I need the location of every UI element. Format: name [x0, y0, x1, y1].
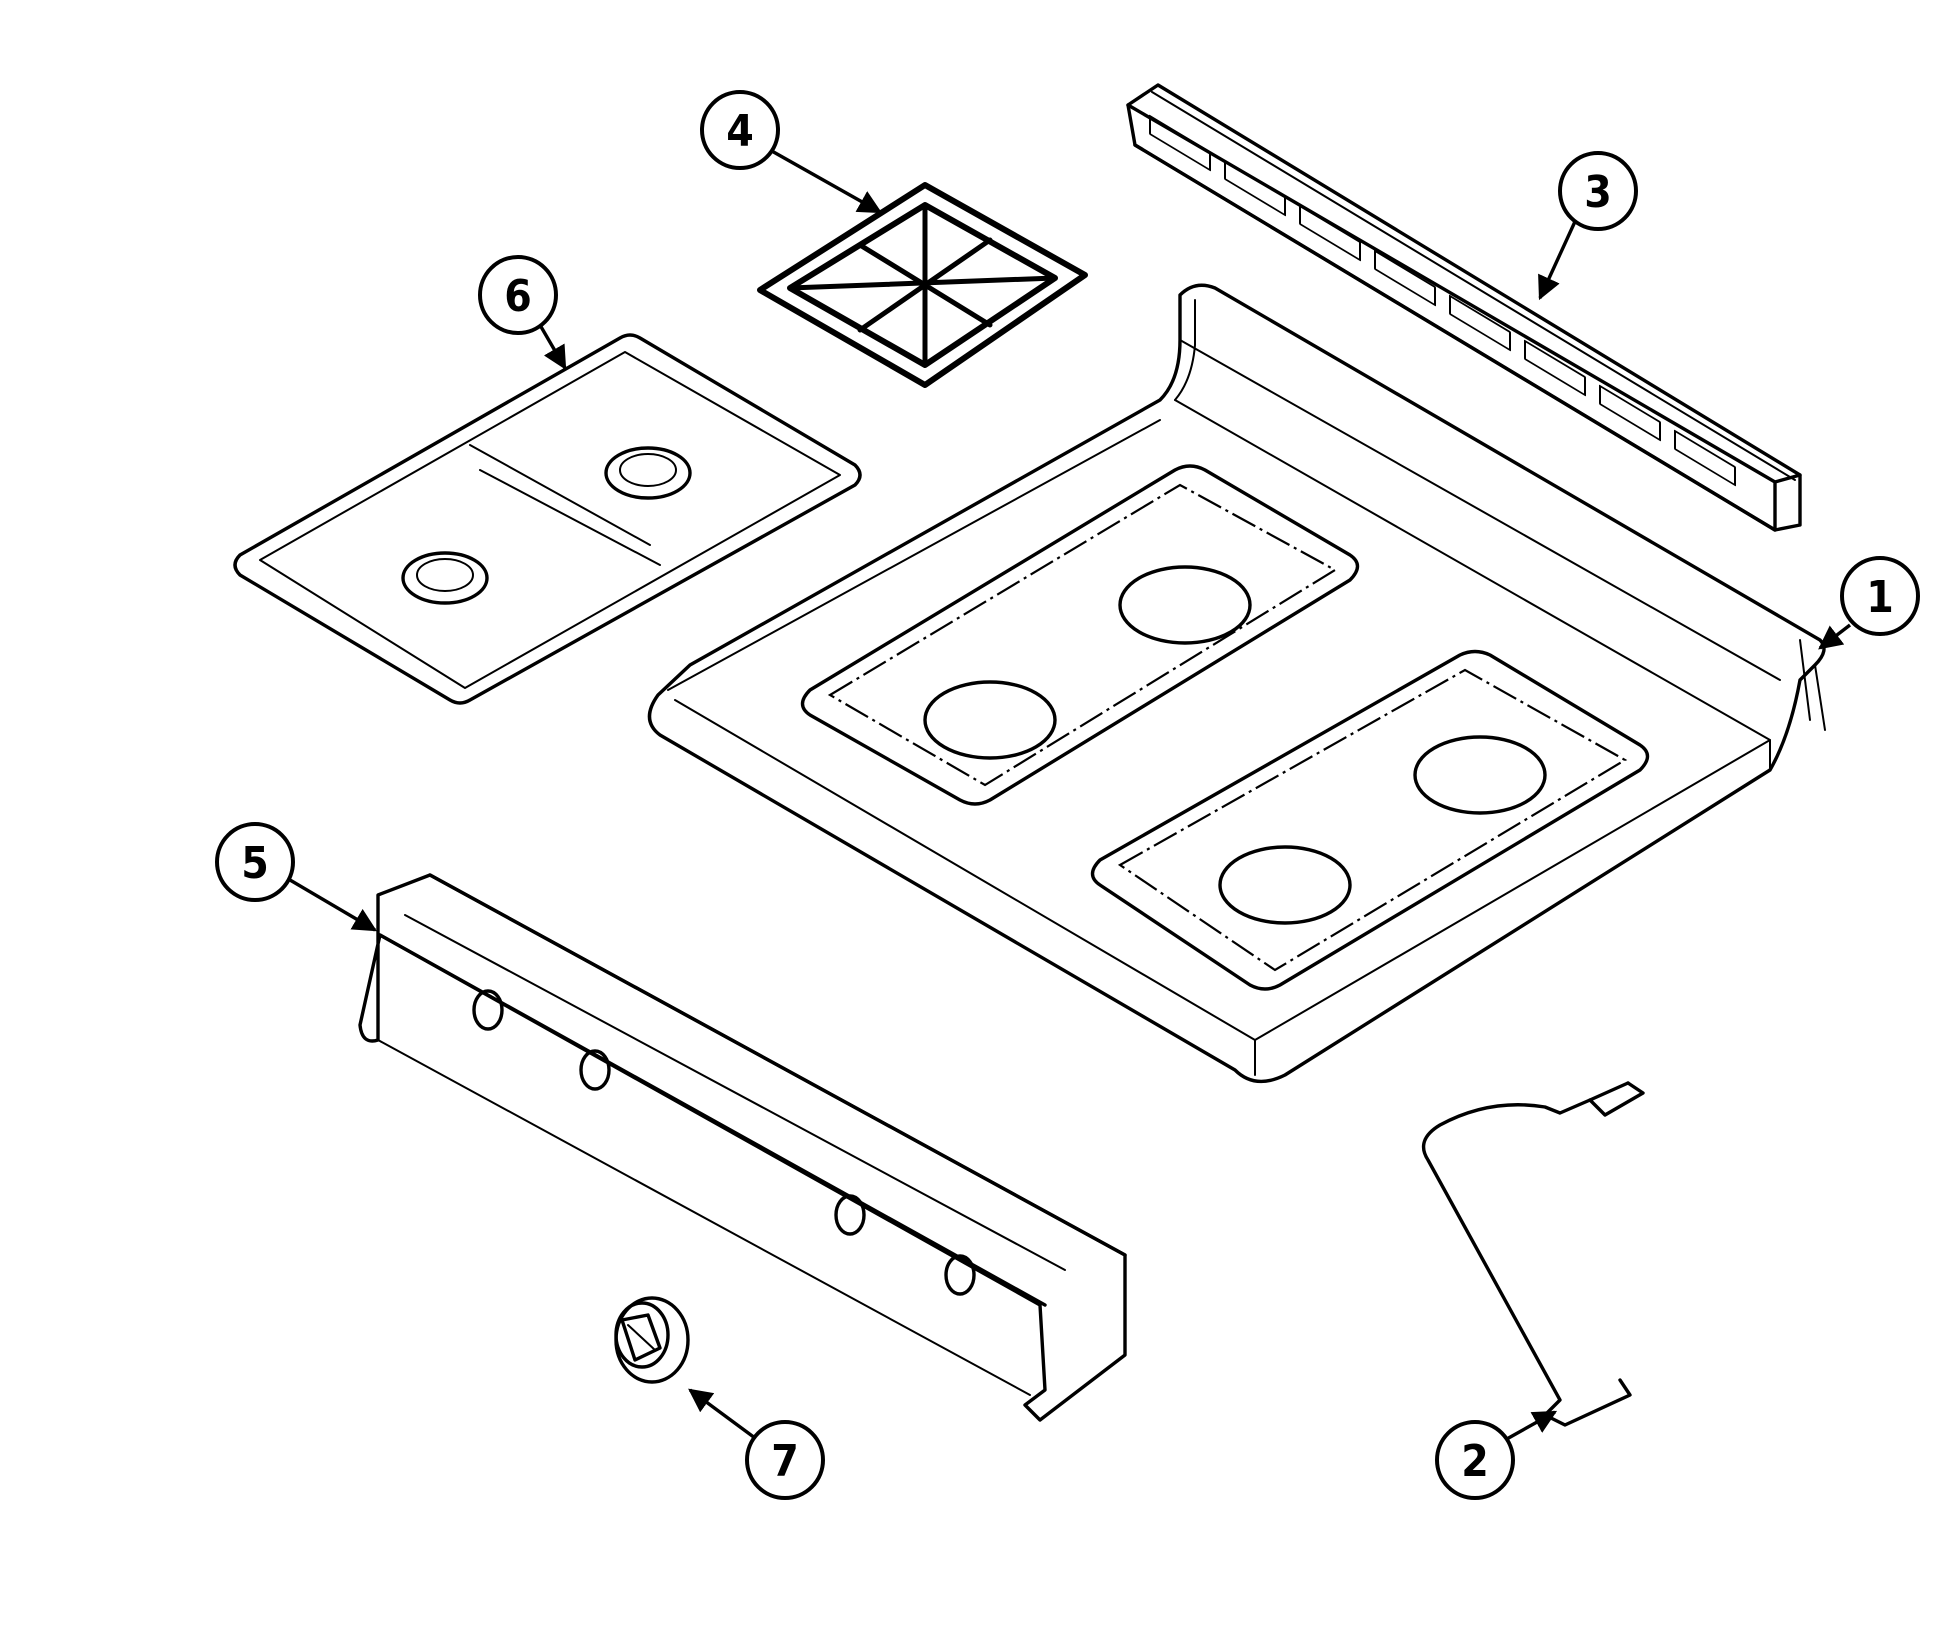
control-knob-icon: [614, 1296, 690, 1384]
svg-text:1: 1: [1866, 572, 1894, 623]
svg-text:6: 6: [504, 271, 532, 322]
support-rod-icon: [1421, 1081, 1645, 1427]
svg-text:7: 7: [771, 1436, 799, 1487]
svg-text:4: 4: [726, 106, 754, 157]
svg-text:2: 2: [1461, 1436, 1489, 1487]
callout-3: 3: [1538, 151, 1638, 301]
callout-6: 6: [478, 255, 567, 371]
cooktop-main-top-icon: [647, 283, 1826, 1084]
callout-5: 5: [215, 822, 378, 932]
svg-text:3: 3: [1584, 167, 1612, 218]
callout-1: 1: [1818, 556, 1920, 650]
burner-grate-icon: [757, 182, 1088, 388]
control-panel-icon: [358, 873, 1127, 1422]
burner-box-top-icon: [233, 333, 862, 705]
svg-text:5: 5: [241, 838, 269, 889]
callout-7: 7: [688, 1388, 825, 1500]
callout-2: 2: [1435, 1410, 1558, 1500]
callout-4: 4: [700, 90, 883, 214]
vent-trim-icon: [1126, 83, 1802, 532]
